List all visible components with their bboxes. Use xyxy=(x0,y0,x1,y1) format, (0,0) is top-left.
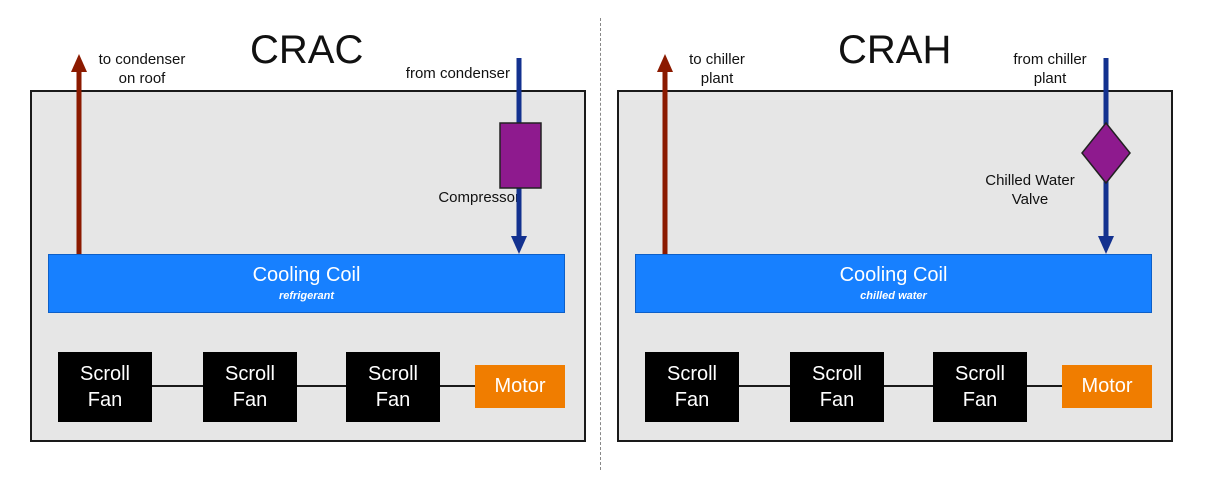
crah-scroll-fan-3: Scroll Fan xyxy=(933,352,1027,422)
crah-coil-subtitle: chilled water xyxy=(860,290,927,302)
crac-coil-subtitle: refrigerant xyxy=(278,290,335,302)
compressor-icon xyxy=(499,122,542,189)
crah-device-label: Chilled Water Valve xyxy=(985,172,1075,208)
crah-return-label: to chiller plant xyxy=(689,51,745,87)
crah-scroll-fan-2: Scroll Fan xyxy=(790,352,884,422)
crah-cooling-coil: Cooling Coil chilled water xyxy=(635,254,1152,313)
crah-coil-title: Cooling Coil xyxy=(839,264,948,286)
arrow-up-icon xyxy=(657,54,673,254)
crah-supply-label: from chiller plant xyxy=(1013,51,1087,87)
crah-title: CRAH xyxy=(838,28,952,72)
crac-supply-label: from condenser xyxy=(405,65,510,82)
crac-coil-title: Cooling Coil xyxy=(252,264,361,286)
valve-icon xyxy=(1081,121,1131,185)
panel-divider xyxy=(600,18,601,470)
crac-motor: Motor xyxy=(475,365,565,408)
crah-motor: Motor xyxy=(1062,365,1152,408)
crac-scroll-fan-3: Scroll Fan xyxy=(346,352,440,422)
crah-scroll-fan-1: Scroll Fan xyxy=(645,352,739,422)
arrow-up-icon xyxy=(71,54,87,254)
crac-scroll-fan-1: Scroll Fan xyxy=(58,352,152,422)
crac-title: CRAC xyxy=(250,28,364,72)
crac-scroll-fan-2: Scroll Fan xyxy=(203,352,297,422)
crac-cooling-coil: Cooling Coil refrigerant xyxy=(48,254,565,313)
crac-return-label: to condenser on roof xyxy=(98,51,186,87)
